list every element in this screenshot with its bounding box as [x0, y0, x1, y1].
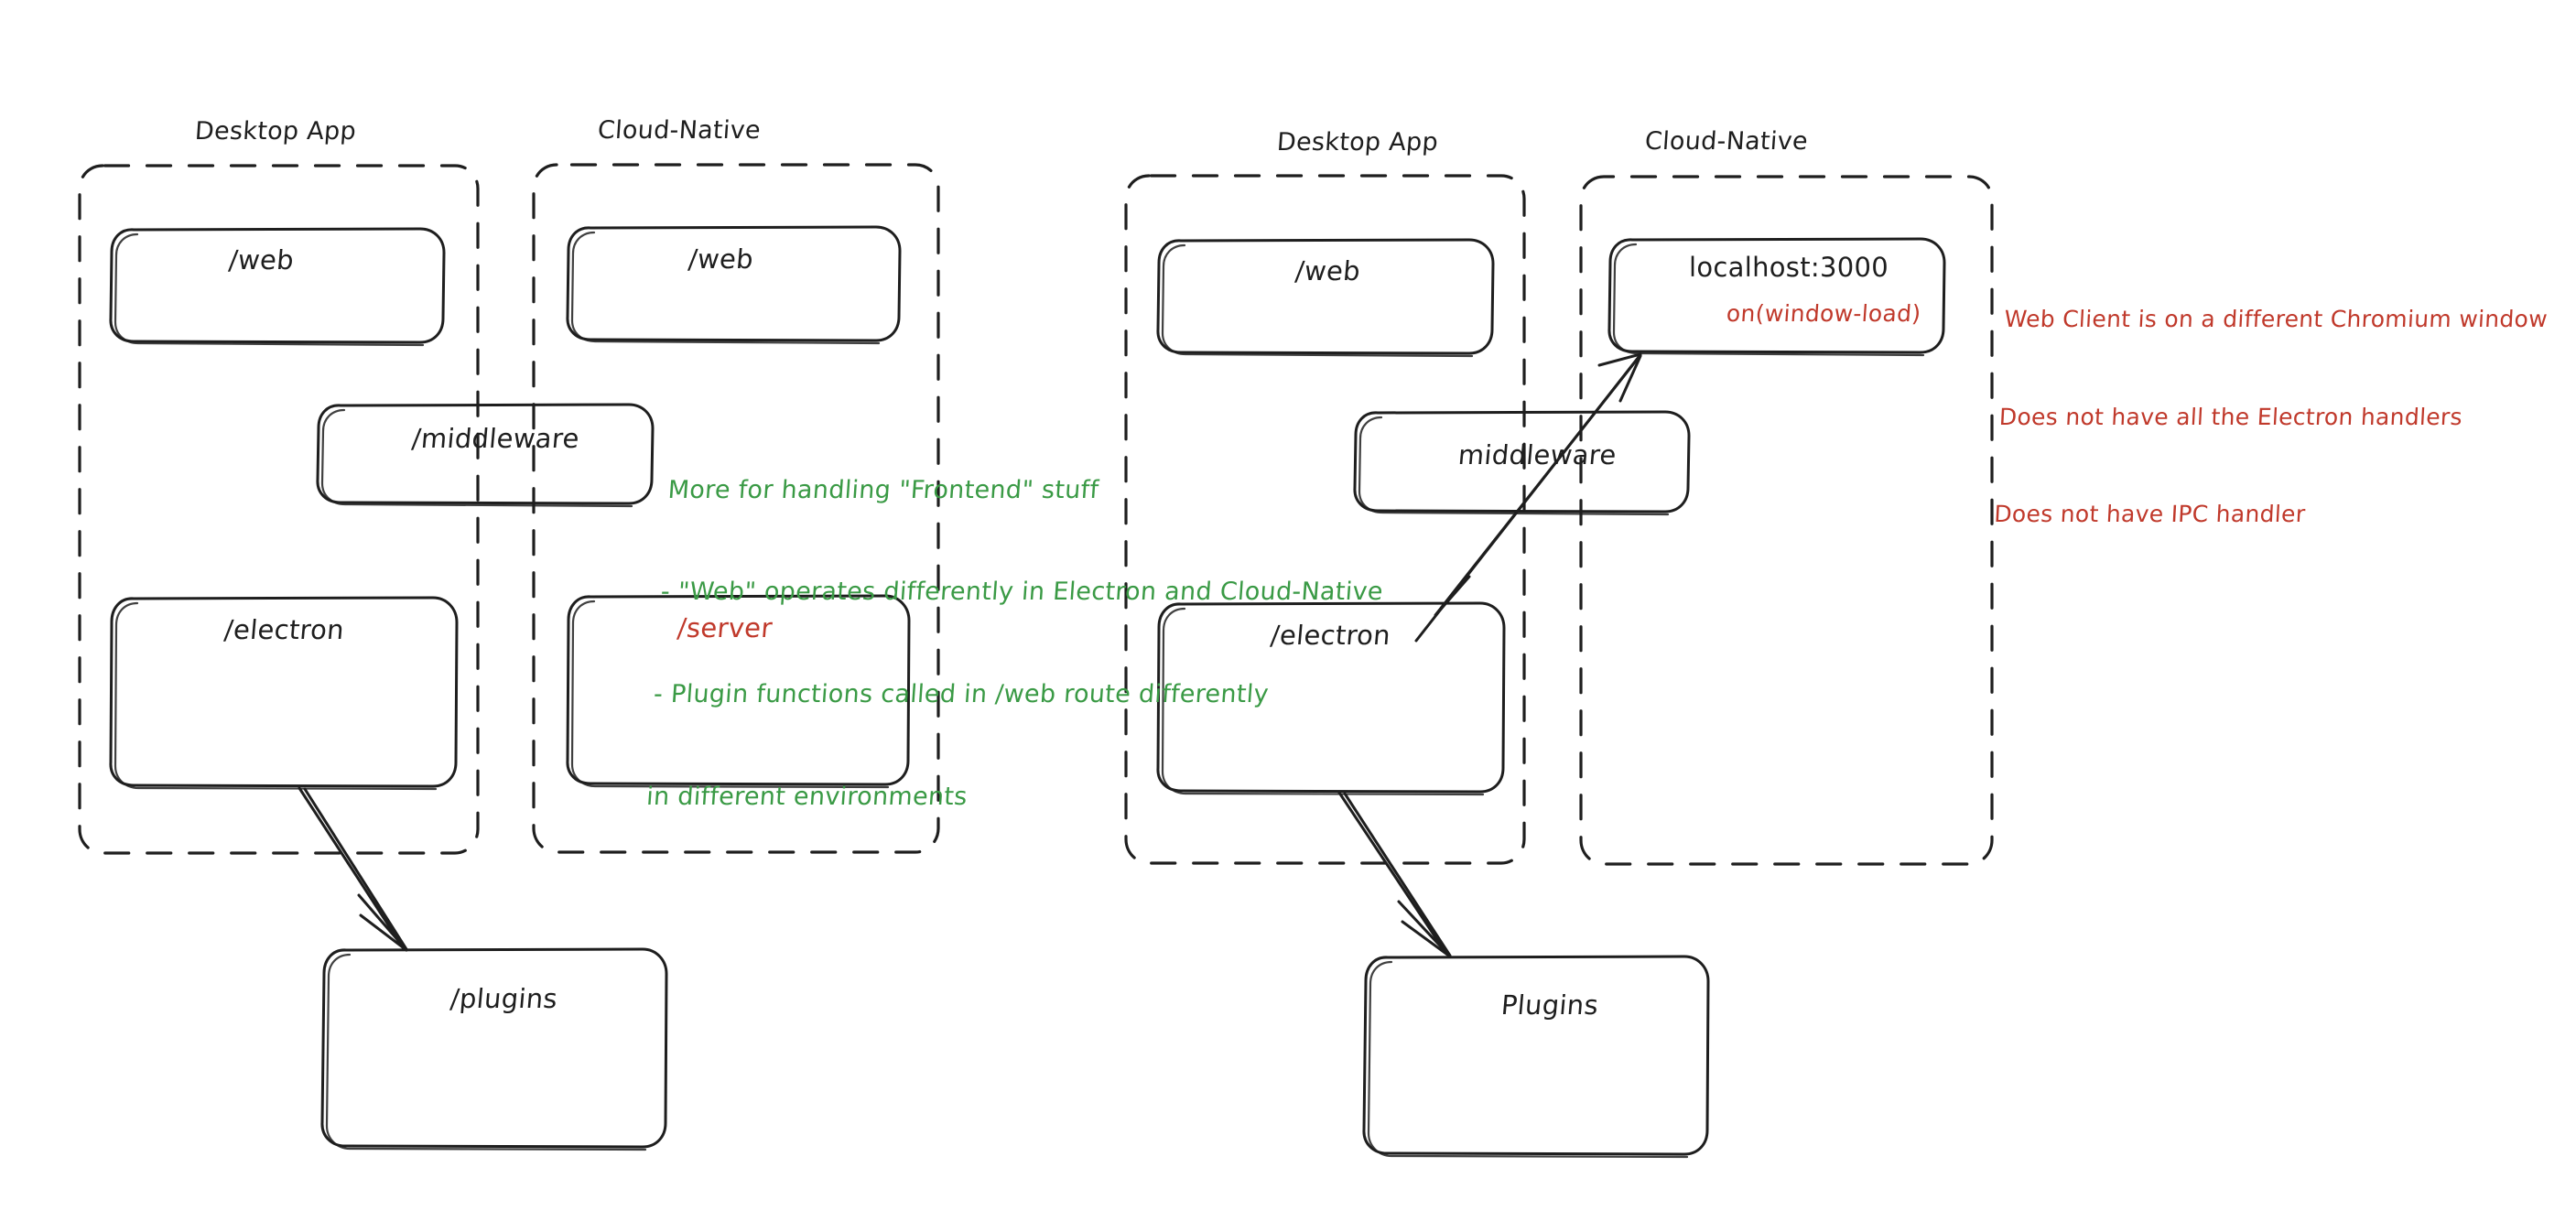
- group-label-left-desktop-app: Desktop App: [193, 117, 358, 146]
- node-label-right-desktop-web: /web: [1293, 255, 1362, 286]
- node-label-left-middleware: /middleware: [410, 423, 581, 454]
- node-left-electron-shape: [109, 596, 459, 791]
- node-right-electron-shape: [1156, 601, 1506, 796]
- node-label-left-cloud-web: /web: [687, 243, 755, 275]
- annotation-red-block: Web Client is on a different Chromium wi…: [1990, 238, 2552, 596]
- annotation-red-line-2: Does not have all the Electron handlers: [1998, 403, 2463, 430]
- node-left-server-shape: [566, 594, 911, 789]
- arrow-left-electron-to-plugins: [298, 786, 408, 952]
- group-label-left-cloud-native: Cloud-Native: [596, 116, 762, 145]
- node-label-right-middleware: middleware: [1456, 439, 1618, 470]
- node-label-right-electron: /electron: [1269, 620, 1392, 651]
- node-label-left-electron: /electron: [222, 614, 346, 645]
- arrow-right-electron-to-localhost: [1414, 352, 1642, 643]
- node-right-plugins-shape: [1362, 955, 1710, 1159]
- node-right-desktop-web-shape: [1156, 238, 1495, 358]
- node-left-cloud-web-shape: [566, 225, 902, 345]
- node-left-plugins-shape: [320, 947, 668, 1151]
- annotation-red-line-3: Does not have IPC handler: [1993, 501, 2307, 527]
- group-label-right-desktop-app: Desktop App: [1275, 128, 1440, 157]
- node-sublabel-right-localhost-on-window-load: on(window-load): [1725, 300, 1922, 327]
- annotation-green-line-3: - Plugin functions called in /web route …: [653, 680, 1270, 708]
- node-left-middleware-shape: [316, 403, 655, 508]
- arrow-right-electron-to-plugins: [1337, 791, 1452, 958]
- node-label-right-plugins: Plugins: [1499, 989, 1600, 1021]
- node-label-left-desktop-web: /web: [227, 244, 296, 276]
- group-right-cloud-native: [1579, 175, 1994, 866]
- node-left-desktop-web-shape: [109, 227, 446, 347]
- group-right-desktop-app: [1124, 174, 1526, 865]
- node-right-middleware-shape: [1353, 410, 1691, 516]
- node-right-localhost-shape: [1607, 237, 1946, 357]
- annotation-green-line-4: in different environments: [645, 782, 969, 811]
- annotation-red-line-1: Web Client is on a different Chromium wi…: [2003, 306, 2549, 332]
- node-label-right-localhost: localhost:3000: [1689, 252, 1889, 283]
- group-left-cloud-native: [532, 163, 940, 854]
- group-left-desktop-app: [78, 164, 480, 855]
- group-label-right-cloud-native: Cloud-Native: [1643, 127, 1809, 156]
- annotation-green-line-1: More for handling "Frontend" stuff: [666, 475, 1100, 504]
- annotation-green-line-2: - "Web" operates differently in Electron…: [659, 578, 1384, 607]
- node-label-left-plugins: /plugins: [449, 983, 559, 1014]
